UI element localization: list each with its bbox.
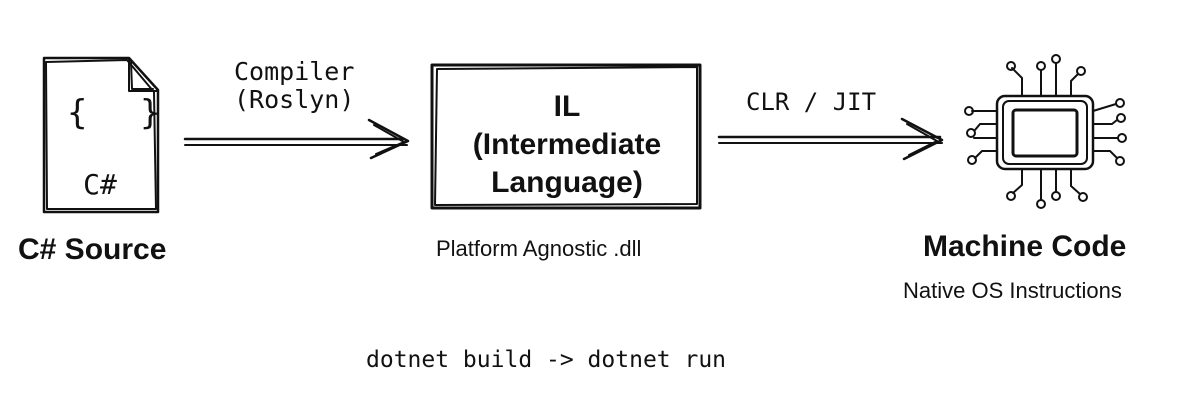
machine-code-subtitle: Native OS Instructions [903, 278, 1122, 303]
il-title: IL (Intermediate Language) [472, 90, 662, 199]
runtime-label: CLR / JIT [746, 88, 877, 116]
cpu-chip-icon [964, 54, 1127, 209]
command-text: dotnet build -> dotnet run [366, 347, 727, 373]
machine-code-label: Machine Code [923, 230, 1127, 263]
il-box [430, 63, 702, 210]
compiler-label: Compiler (Roslyn) [234, 57, 355, 114]
source-file-label: C# [83, 168, 117, 201]
source-label: C# Source [18, 233, 167, 266]
file-code-icon [42, 56, 160, 214]
il-subtitle: Platform Agnostic .dll [436, 236, 642, 261]
clr-jit-arrow [717, 117, 944, 161]
code-braces-icon: { } [67, 93, 177, 133]
compiler-arrow [183, 118, 410, 160]
